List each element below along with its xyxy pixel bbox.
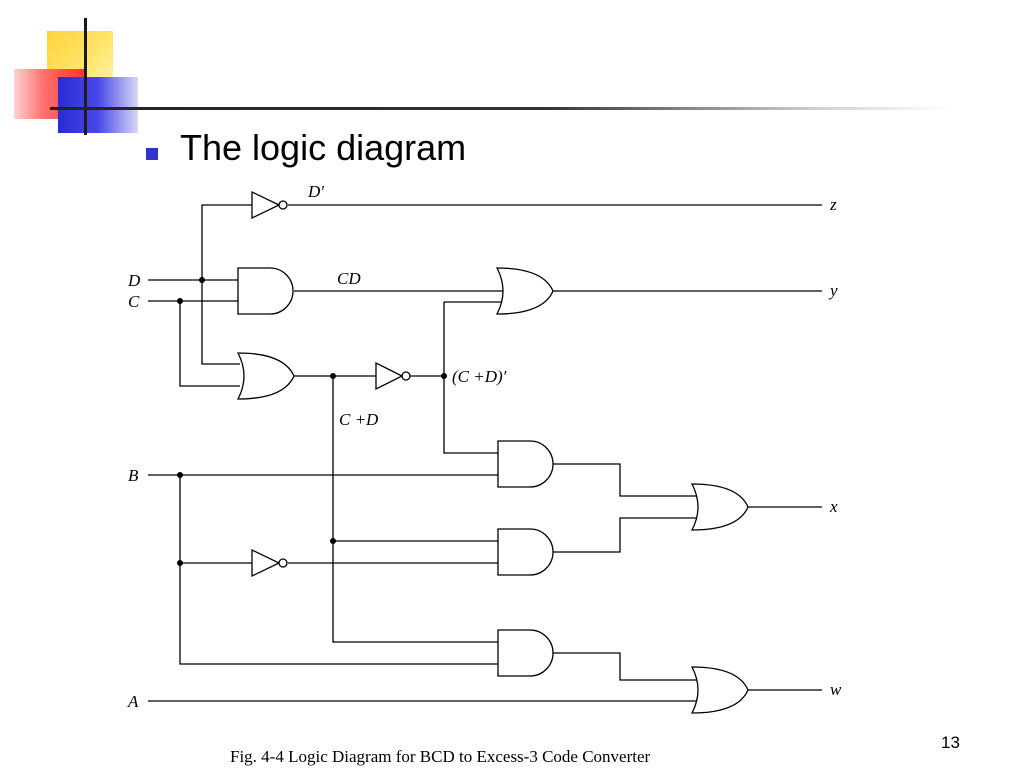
decor-horizontal-line bbox=[50, 107, 950, 110]
bullet-square-icon bbox=[146, 148, 158, 160]
label-output-y: y bbox=[828, 281, 838, 300]
wire-and3-to-or-x bbox=[553, 517, 699, 553]
and-gate-3 bbox=[497, 528, 554, 576]
label-c-plus-d-not: (C +D)′ bbox=[452, 367, 507, 386]
junction-c-plus-d-and3 bbox=[330, 538, 336, 544]
junction-c-plus-d-not bbox=[441, 373, 447, 379]
labels: D C B A D′ CD C +D (C +D)′ z y x w bbox=[127, 182, 842, 711]
inverter-d-gate bbox=[251, 190, 288, 220]
bullet-text: The logic diagram bbox=[180, 127, 467, 168]
wire-d-to-inverter bbox=[201, 204, 252, 280]
and-gate-cd bbox=[237, 267, 294, 315]
or-gate-w bbox=[690, 666, 749, 714]
label-c-plus-d: C +D bbox=[339, 410, 379, 429]
or-gate-c-plus-d bbox=[236, 352, 295, 400]
label-d-not: D′ bbox=[307, 182, 324, 201]
junction-c-plus-d bbox=[330, 373, 336, 379]
gates bbox=[236, 190, 749, 714]
decor-vertical-line bbox=[84, 18, 87, 135]
label-input-d: D bbox=[127, 271, 141, 290]
label-output-x: x bbox=[829, 497, 838, 516]
wire-and2-to-or-x bbox=[553, 463, 699, 497]
wire-cpd-not-vertical bbox=[443, 302, 498, 454]
junctions bbox=[177, 277, 447, 566]
and-gate-4 bbox=[497, 629, 554, 677]
label-output-w: w bbox=[830, 680, 842, 699]
wire-c-plus-d-vertical bbox=[332, 376, 498, 643]
junction-b bbox=[177, 472, 183, 478]
wire-b-vertical bbox=[179, 475, 498, 665]
junction-c bbox=[177, 298, 183, 304]
decor-blue-square bbox=[58, 77, 138, 133]
label-output-z: z bbox=[829, 195, 837, 214]
wire-c-to-or bbox=[179, 301, 240, 387]
junction-b-inverter bbox=[177, 560, 183, 566]
label-cd: CD bbox=[337, 269, 361, 288]
junction-d bbox=[199, 277, 205, 283]
wire-and4-to-or-w bbox=[553, 652, 699, 681]
inverter-b-gate bbox=[251, 548, 288, 578]
label-input-a: A bbox=[127, 692, 139, 711]
label-input-b: B bbox=[128, 466, 139, 485]
label-input-c: C bbox=[128, 292, 140, 311]
or-gate-x bbox=[690, 483, 749, 531]
and-gate-2 bbox=[497, 440, 554, 488]
wire-d-to-or bbox=[201, 280, 240, 365]
page-number: 13 bbox=[941, 733, 960, 752]
inverter-c-plus-d-gate bbox=[375, 361, 411, 391]
or-gate-y bbox=[495, 267, 554, 315]
figure-caption: Fig. 4-4 Logic Diagram for BCD to Excess… bbox=[230, 747, 651, 766]
